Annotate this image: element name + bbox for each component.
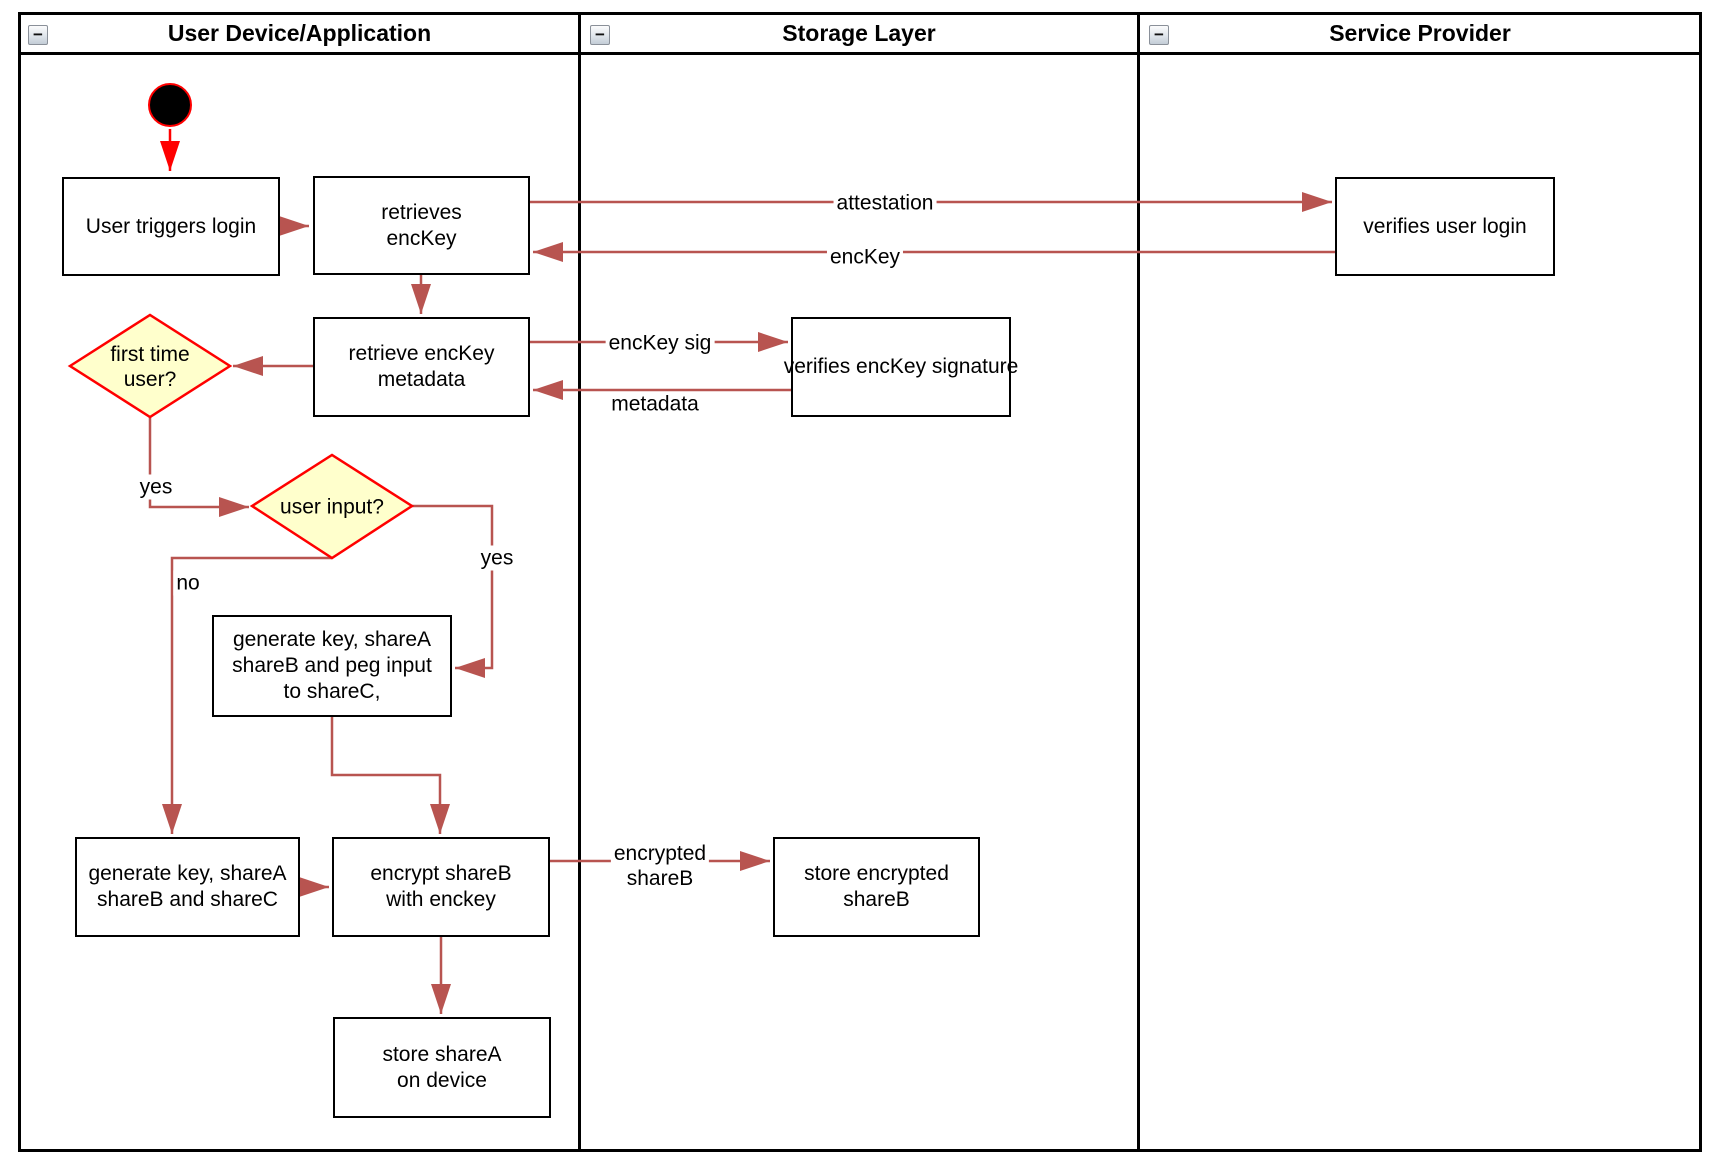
start-node[interactable] [148,83,192,127]
node-store-sharea[interactable]: store shareA on device [333,1017,551,1118]
edge-user-input-yes [412,504,494,678]
edge-peg-to-encrypt [330,717,450,834]
edge-label-first-time-yes: yes [136,474,176,500]
edge-user-input-no [162,556,332,834]
minus-icon: − [595,25,605,44]
node-label: metadata [377,368,466,391]
node-label: shareB [843,888,910,911]
node-encrypt-shareb[interactable]: encrypt shareB with enckey [332,837,550,937]
node-user-triggers-login[interactable]: User triggers login [62,177,280,276]
swimlane-header-divider [18,52,1702,55]
node-store-encrypted-shareb[interactable]: store encrypted shareB [773,837,980,937]
node-verifies-user-login[interactable]: verifies user login [1335,177,1555,276]
lane-header-storage: Storage Layer [581,14,1137,53]
decision-first-time-user[interactable] [67,313,233,419]
node-retrieve-enckey-metadata[interactable]: retrieve encKey metadata [313,317,530,417]
minus-icon: − [1154,25,1164,44]
edge-label-attestation: attestation [833,190,937,216]
node-label: generate key, shareA [232,628,432,651]
node-retrieves-enckey[interactable]: retrieves encKey [313,176,530,275]
decision-user-input[interactable] [249,453,415,560]
lane-divider-2 [1137,12,1140,1152]
node-label: verifies user login [1363,214,1527,238]
node-label: to shareC, [283,680,381,703]
node-label: on device [397,1068,487,1092]
minus-icon: − [33,25,43,44]
collapse-lane-user-device-button[interactable]: − [28,25,48,45]
lane-title-service: Service Provider [1329,20,1511,46]
node-label: store encrypted [804,862,949,885]
node-generate-key-peg-input[interactable]: generate key, shareA shareB and peg inpu… [212,615,452,717]
node-label: with enckey [386,888,496,911]
node-label: retrieve encKey [348,342,495,365]
swimlane-pool-frame [18,12,1702,1152]
node-verifies-enckey-signature[interactable]: verifies encKey signature [784,317,1018,417]
lane-title-storage: Storage Layer [782,20,936,46]
node-generate-key-sharec[interactable]: generate key, shareA shareB and shareC [75,837,300,937]
node-label: generate key, shareA [88,862,287,885]
lane-header-user-device: User Device/Application [21,14,578,53]
node-label: store shareA [382,1042,502,1066]
edge-label-encrypted-shareb: encrypted shareB [610,841,710,891]
edge-first-time-yes [148,417,249,517]
node-label: verifies encKey signature [783,355,1019,378]
lane-divider-1 [578,12,581,1152]
edge-label-user-input-no: no [173,570,203,596]
edge-label-metadata: metadata [608,391,702,417]
lane-header-service: Service Provider [1140,14,1700,53]
collapse-lane-service-button[interactable]: − [1149,25,1169,45]
edge-label-user-input-yes: yes [477,545,517,571]
decision-user-input-label: user input? [280,495,384,519]
node-label: encKey [386,226,457,250]
collapse-lane-storage-button[interactable]: − [590,25,610,45]
node-label: shareB and shareC [97,888,278,911]
edge-label-enckey-sig: encKey sig [605,330,715,356]
node-label: retrieves [381,200,462,224]
node-label: User triggers login [85,214,257,238]
edge-label-enckey: encKey [826,244,904,270]
node-label: shareB and peg input [232,654,432,677]
node-label: encrypt shareB [370,862,512,885]
lane-title-user-device: User Device/Application [167,20,432,46]
decision-first-time-user-label: first time user? [110,343,190,391]
